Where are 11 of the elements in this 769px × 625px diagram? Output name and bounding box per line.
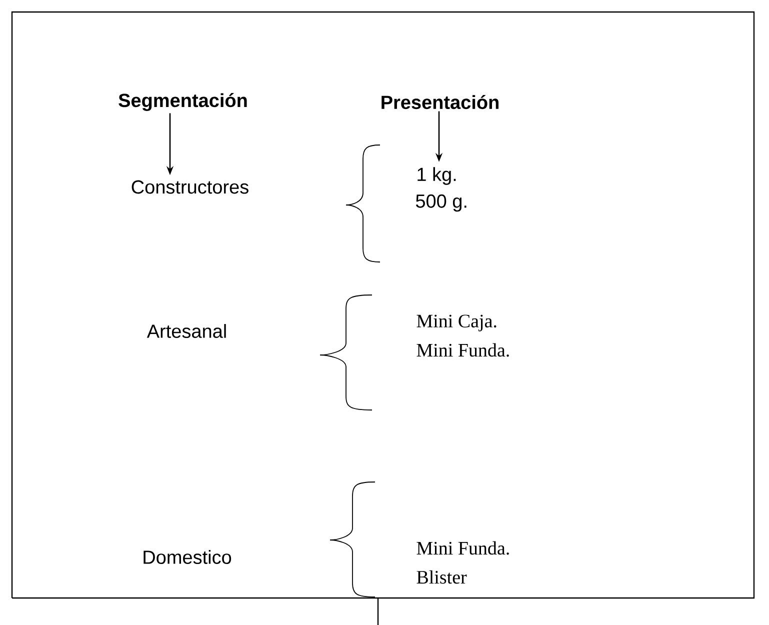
- list-item: Mini Funda.: [416, 541, 509, 555]
- list-item: Mini Caja.: [416, 314, 496, 332]
- heading: Presentación: [382, 94, 498, 110]
- category-label: Constructores: [132, 180, 248, 194]
- category-label: Domestico: [144, 550, 232, 564]
- category-label: Artesanal: [146, 324, 226, 338]
- list-item: 500 g.: [416, 194, 466, 212]
- list-item: 1 kg.: [418, 167, 456, 185]
- list-item: Mini Funda.: [416, 343, 509, 357]
- heading: Segmentación: [118, 93, 247, 111]
- list-item: Blister: [416, 570, 467, 584]
